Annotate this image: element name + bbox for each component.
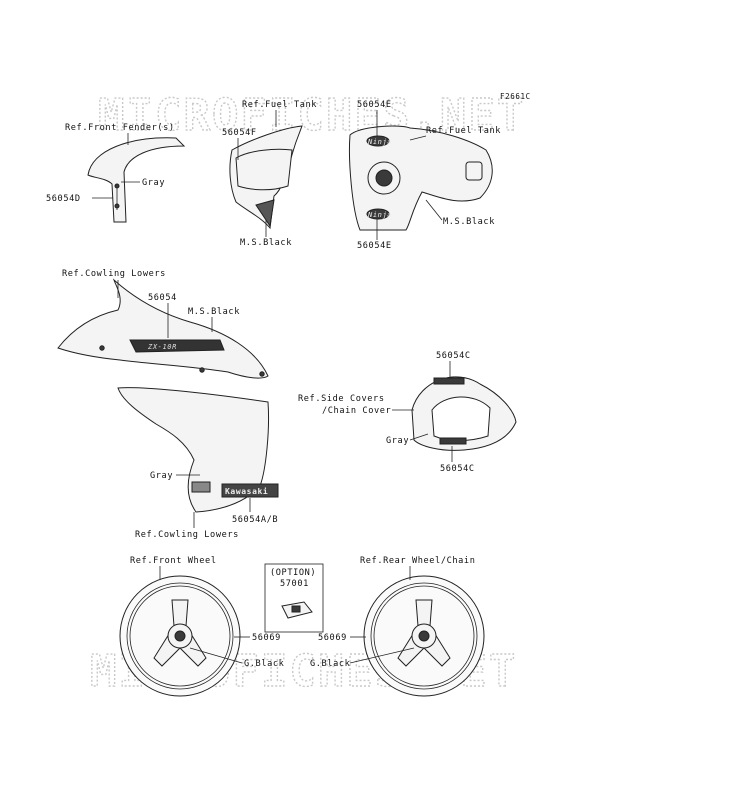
label-ref-fuel-tank-2: Ref.Fuel Tank [426, 126, 501, 136]
cowling-upper: ZX-10R [57, 278, 269, 379]
label-ref-rear-wheel: Ref.Rear Wheel/Chain [360, 556, 475, 566]
label-ref-cowling-lowers-2: Ref.Cowling Lowers [135, 530, 239, 540]
label-gray-fender: Gray [142, 178, 165, 188]
label-56069-rear: 56069 [318, 633, 347, 643]
label-56054C-top: 56054C [436, 351, 471, 361]
label-56054E-top: 56054E [357, 100, 392, 110]
cowling-lower: Kawasaki [117, 387, 279, 513]
kawasaki-decal: Kawasaki [225, 486, 268, 496]
label-ref-front-wheel: Ref.Front Wheel [130, 556, 217, 566]
seat-cowl [411, 376, 517, 451]
figure-code: F2661C [500, 92, 531, 101]
label-ms-black-3: M.S.Black [188, 307, 240, 317]
rear-wheel [363, 575, 485, 697]
label-ms-black-2: M.S.Black [443, 217, 495, 227]
label-56054C-bottom: 56054C [440, 464, 475, 474]
watermark-top: MICROFICHES.NET [98, 90, 525, 141]
label-56054: 56054 [148, 293, 177, 303]
label-ms-black-1: M.S.Black [240, 238, 292, 248]
label-56054D: 56054D [46, 194, 81, 204]
ninja-decal-top: Ninja [367, 138, 392, 146]
label-57001: 57001 [280, 579, 309, 589]
front-wheel [119, 575, 241, 697]
label-56069-front: 56069 [252, 633, 281, 643]
fuel-tank-front-piece [229, 125, 303, 230]
label-g-black-rear: G.Black [310, 659, 351, 669]
label-ref-side-covers: Ref.Side Covers [298, 394, 385, 404]
zx10r-decal: ZX-10R [147, 343, 177, 351]
label-g-black-front: G.Black [244, 659, 285, 669]
fuel-tank-top-view: Ninja Ninja [349, 125, 493, 231]
ninja-decal-bottom: Ninja [367, 211, 392, 219]
label-option: (OPTION) [270, 568, 316, 578]
label-ref-fuel-tank-1: Ref.Fuel Tank [242, 100, 317, 110]
label-ref-front-fender: Ref.Front Fender(s) [65, 123, 175, 133]
option-box [264, 563, 324, 633]
label-chain-cover: /Chain Cover [322, 406, 391, 416]
label-gray-cowl: Gray [150, 471, 173, 481]
label-56054E-bottom: 56054E [357, 241, 392, 251]
label-56054AB: 56054A/B [232, 515, 278, 525]
label-ref-cowling-lowers-1: Ref.Cowling Lowers [62, 269, 166, 279]
front-fender [87, 137, 186, 223]
label-gray-seat: Gray [386, 436, 409, 446]
label-56054F: 56054F [222, 128, 257, 138]
